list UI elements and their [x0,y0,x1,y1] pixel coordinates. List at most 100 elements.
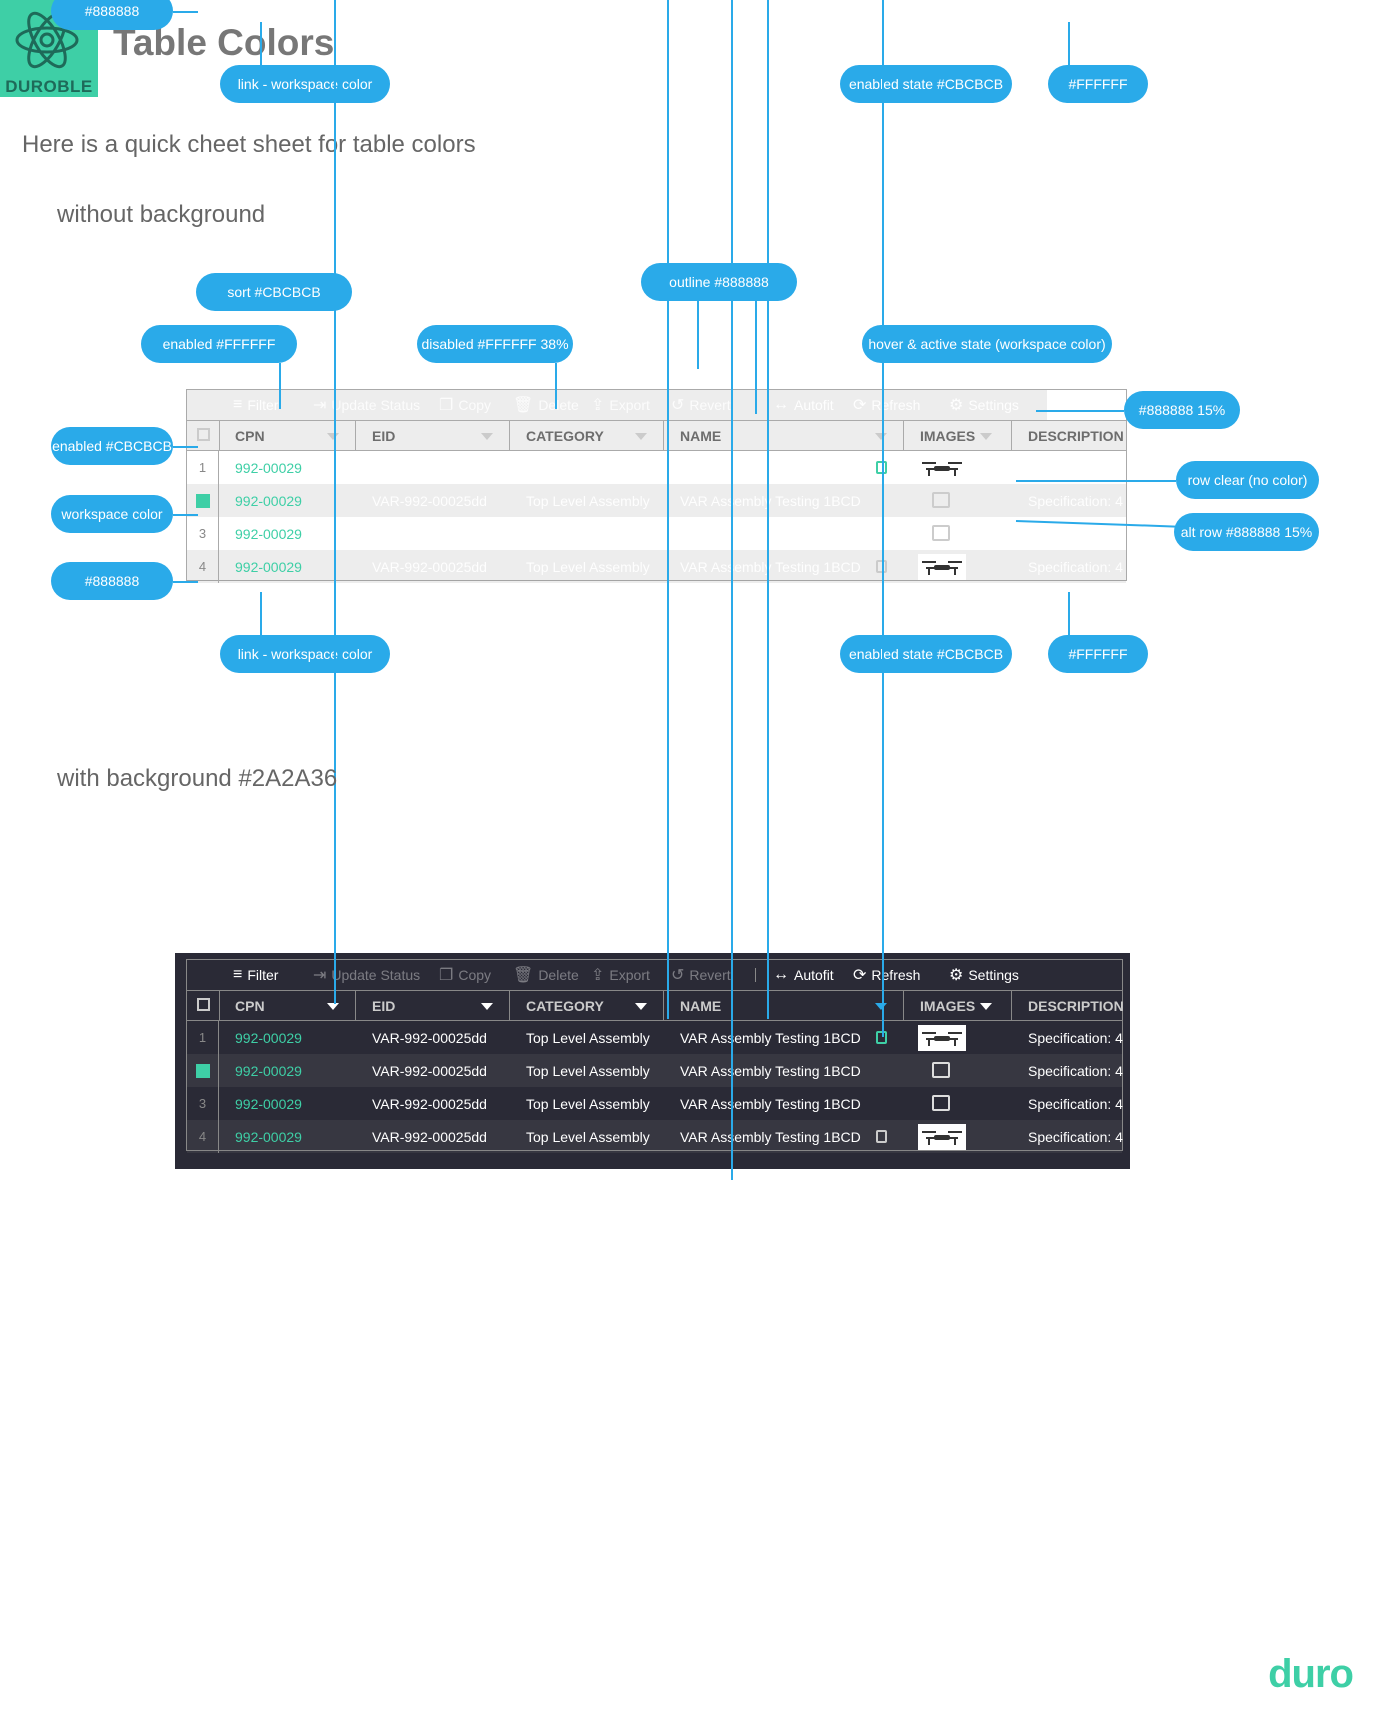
row-selected-checkbox[interactable] [195,493,210,508]
column-header-eid[interactable]: EID [372,421,526,450]
column-header-cpn-label: CPN [235,997,265,1014]
refresh-button[interactable]: ⟳ Refresh [853,390,920,420]
revert-button[interactable]: ↺ Revert [671,390,731,420]
update-status-button-label: Update Status [331,967,421,983]
delete-button[interactable]: 🗑 Delete [513,390,579,420]
drone-thumbnail[interactable] [918,1124,966,1150]
column-header-cpn[interactable]: CPN [235,991,389,1020]
revert-button[interactable]: ↺ Revert [671,960,731,990]
row-number-cell: 4 [187,550,219,583]
category-cell: Top Level Assembly [526,1062,650,1079]
sort-chevron-down-icon[interactable] [327,433,339,440]
drone-icon [922,1032,962,1046]
copy-button[interactable]: ❐ Copy [439,390,491,420]
enabled-state-callout: enabled state #CBCBCB [840,65,1012,103]
cpn-link[interactable]: 992-00029 [235,1062,302,1079]
select-all-checkbox[interactable] [197,428,210,441]
refresh-button-label: Refresh [871,967,921,983]
sort-chevron-down-icon[interactable] [481,1003,493,1010]
export-button-label: Export [609,967,650,983]
refresh-button[interactable]: ⟳ Refresh [853,960,920,990]
sort-chevron-down-icon[interactable] [980,1003,992,1010]
autofit-icon: ↔ [773,966,789,983]
settings-button[interactable]: ⚙ Settings [949,960,1019,990]
cpn-link[interactable]: 992-00029 [235,1128,302,1145]
column-header-eid[interactable]: EID [372,991,526,1020]
callout-connector [1036,410,1124,412]
update-status-button[interactable]: ⇥ Update Status [313,960,420,990]
settings-button[interactable]: ⚙ Settings [949,390,1019,420]
autofit-button[interactable]: ↔ Autofit [773,960,834,990]
drone-thumbnail[interactable] [918,1025,966,1051]
filter-button[interactable]: ≡ Filter [233,960,278,990]
toolbar-divider [755,968,756,982]
row-number-callout: #888888 [51,0,173,30]
sort-chevron-down-icon[interactable] [481,433,493,440]
column-header-description[interactable]: DESCRIPTION [1028,421,1128,450]
table: ≡ Filter ⇥ Update Status ❐ Copy 🗑 Delete… [186,959,1124,1153]
drone-icon [922,462,962,476]
cpn-link[interactable]: 992-00029 [235,525,302,542]
cpn-link[interactable]: 992-00029 [235,558,302,575]
column-header-cpn-label: CPN [235,427,265,444]
column-header-images[interactable]: IMAGES [920,991,1028,1020]
column-header-name[interactable]: NAME [680,991,920,1020]
enabled-white-callout: enabled #FFFFFF [141,325,297,363]
cpn-link[interactable]: 992-00029 [235,1095,302,1112]
drone-thumbnail[interactable] [918,554,966,580]
eid-cell: VAR-992-00025dd [372,1095,487,1112]
column-header-eid-label: EID [372,427,396,444]
drone-thumbnail[interactable] [918,455,966,481]
update-status-button[interactable]: ⇥ Update Status [313,390,420,420]
delete-button-label: Delete [538,397,579,413]
table-row[interactable]: 992-00029 VAR-992-00025dd Top Level Assemb… [187,1054,1123,1087]
select-all-checkbox[interactable] [197,998,210,1011]
sort-chevron-down-icon[interactable] [875,1003,887,1010]
filter-button-label: Filter [247,397,279,413]
cpn-link[interactable]: 992-00029 [235,459,302,476]
document-icon[interactable] [876,1130,887,1143]
callout-connector [260,22,262,65]
column-header-category[interactable]: CATEGORY [526,991,680,1020]
column-header-name[interactable]: NAME [680,421,920,450]
sort-chevron-down-icon[interactable] [635,1003,647,1010]
export-button[interactable]: ⇪ Export [591,960,650,990]
export-button[interactable]: ⇪ Export [591,390,650,420]
document-icon[interactable] [876,461,887,474]
revert-icon: ↺ [671,967,685,984]
callout-connector [882,589,884,635]
eid-cell: VAR-992-00025dd [372,451,487,484]
column-header-cpn[interactable]: CPN [235,421,389,450]
row-selected-checkbox[interactable] [195,1063,210,1078]
description-cell: Specification: 44 [1028,1029,1123,1046]
column-header-category[interactable]: CATEGORY [526,421,680,450]
copy-button-label: Copy [458,397,492,413]
delete-button[interactable]: 🗑 Delete [513,960,579,990]
name-cell: VAR Assembly Testing 1BCD [680,517,870,550]
toolbar: ≡ Filter ⇥ Update Status ❐ Copy 🗑 Delete… [187,390,1047,420]
document-icon[interactable] [876,1031,887,1044]
sort-chevron-down-icon[interactable] [875,433,887,440]
row-number-cell: 4 [187,1120,219,1153]
copy-button[interactable]: ❐ Copy [439,960,491,990]
autofit-button[interactable]: ↔ Autofit [773,390,834,420]
cpn-link[interactable]: 992-00029 [235,492,302,509]
column-header-images[interactable]: IMAGES [920,421,1028,450]
sort-chevron-down-icon[interactable] [327,1003,339,1010]
document-icon[interactable] [876,560,887,573]
column-header-description[interactable]: DESCRIPTION [1028,991,1128,1020]
sort-chevron-down-icon[interactable] [635,433,647,440]
cpn-link[interactable]: 992-00029 [235,1029,302,1046]
sort-chevron-down-icon[interactable] [980,433,992,440]
filter-button[interactable]: ≡ Filter [233,390,278,420]
revert-button-label: Revert [689,967,731,983]
row-clear-callout: row clear (no color) [1176,461,1319,499]
eid-cell: VAR-992-00025dd [372,1062,487,1079]
